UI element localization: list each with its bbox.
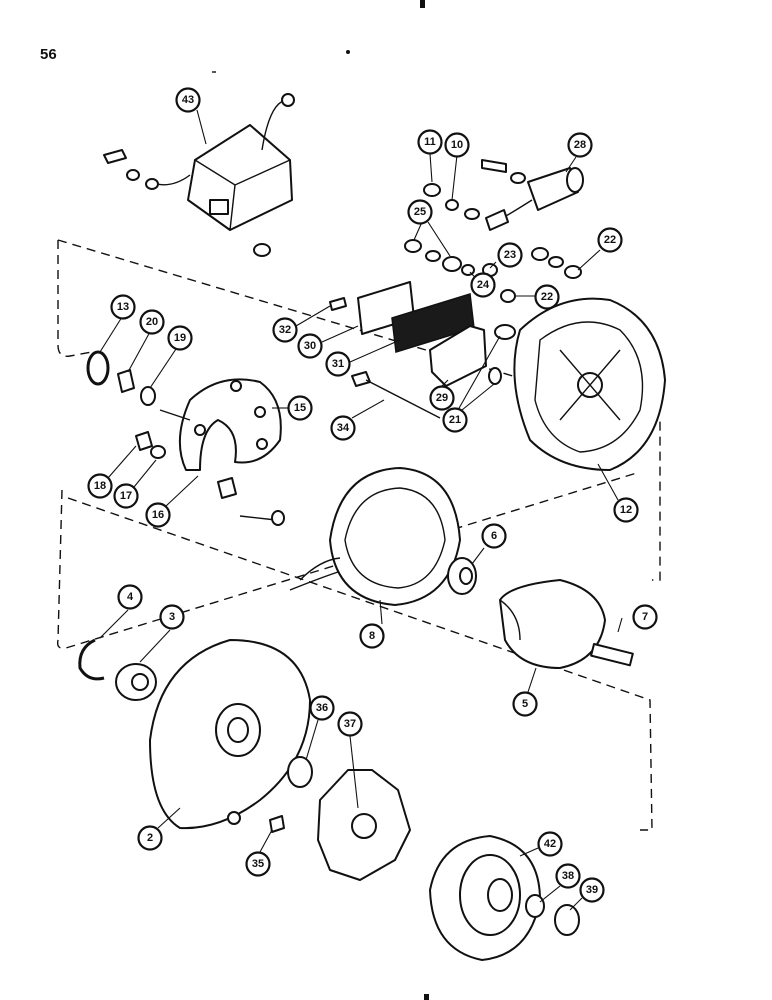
callout-4: 4 (117, 584, 143, 610)
insulators-18-17 (135, 431, 285, 526)
callout-32-text: 32 (279, 324, 291, 336)
part-5-rotor (499, 579, 634, 669)
callout-11: 11 (417, 129, 443, 155)
callout-34-text: 34 (337, 422, 350, 434)
part-6-bearing (447, 557, 477, 595)
callout-18: 18 (87, 473, 113, 499)
callout-5-text: 5 (522, 698, 528, 710)
snap-ring-and-bearing (78, 638, 157, 701)
callout-13-text: 13 (117, 301, 129, 313)
callout-39-text: 39 (586, 884, 598, 896)
callout-12-text: 12 (620, 504, 632, 516)
callout-42: 42 (537, 831, 563, 857)
part-34-through-bolt (351, 371, 441, 419)
callout-10-text: 10 (451, 139, 463, 151)
callout-13: 13 (110, 294, 136, 320)
callout-17: 17 (113, 483, 139, 509)
callout-16: 16 (145, 502, 171, 528)
callout-37: 37 (337, 711, 363, 737)
callout-8-text: 8 (369, 630, 375, 642)
callout-43-text: 43 (182, 94, 194, 106)
callout-15: 15 (287, 395, 313, 421)
callout-22-top: 22 (597, 227, 623, 253)
callout-12: 12 (613, 497, 639, 523)
callout-4-text: 4 (127, 591, 134, 603)
part-28-capacitor (481, 159, 584, 231)
callout-20-text: 20 (146, 316, 158, 328)
callout-22-top-text: 22 (604, 234, 616, 246)
part-37-fan (317, 769, 411, 881)
callout-21-text: 21 (449, 414, 461, 426)
callout-39: 39 (579, 877, 605, 903)
callout-21: 21 (442, 407, 468, 433)
callout-42-text: 42 (544, 838, 556, 850)
callout-36: 36 (309, 695, 335, 721)
callout-3: 3 (159, 604, 185, 630)
callout-19: 19 (167, 325, 193, 351)
callout-22-lower-text: 22 (541, 291, 553, 303)
callout-35-text: 35 (252, 858, 264, 870)
callout-6-text: 6 (491, 530, 497, 542)
callout-2: 2 (137, 825, 163, 851)
callout-38-text: 38 (562, 870, 574, 882)
callout-28: 28 (567, 132, 593, 158)
rings-13-20-19 (86, 350, 156, 406)
part-15-rectifier-bridge (159, 378, 282, 471)
callout-11-text: 11 (424, 136, 436, 148)
callout-3-text: 3 (169, 611, 175, 623)
callout-2-text: 2 (147, 832, 153, 844)
callout-31: 31 (325, 351, 351, 377)
callout-5: 5 (512, 691, 538, 717)
callout-29-text: 29 (436, 392, 448, 404)
callout-28-text: 28 (574, 139, 586, 151)
callout-20: 20 (139, 309, 165, 335)
leader-lines (99, 109, 623, 911)
part-43-regulator (103, 93, 295, 257)
callout-34: 34 (330, 415, 356, 441)
callout-6: 6 (481, 523, 507, 549)
callout-18-text: 18 (94, 480, 106, 492)
scan-marks (212, 0, 429, 1000)
part-42-pulley (429, 835, 541, 961)
callout-10: 10 (444, 132, 470, 158)
callout-19-text: 19 (174, 332, 186, 344)
callout-38: 38 (555, 863, 581, 889)
dashed-grouping-lines (56, 239, 661, 831)
callout-30-text: 30 (304, 340, 316, 352)
callout-30: 30 (297, 333, 323, 359)
callout-labels: 43 11 10 28 25 22 23 24 22 32 30 31 29 1… (87, 87, 658, 903)
callout-24: 24 (470, 272, 496, 298)
callout-17-text: 17 (120, 490, 132, 502)
callout-8: 8 (359, 623, 385, 649)
callout-24-text: 24 (477, 279, 490, 291)
callout-7: 7 (632, 604, 658, 630)
callout-35: 35 (245, 851, 271, 877)
callout-32: 32 (272, 317, 298, 343)
spacer-36-and-key-35 (269, 756, 313, 833)
part-2-drive-end-frame (149, 639, 311, 830)
callout-36-text: 36 (316, 702, 328, 714)
page-number: 56 (40, 46, 57, 63)
callout-22-lower: 22 (534, 284, 560, 310)
washer-38-nut-39 (525, 894, 580, 936)
brush-holder-group (329, 281, 516, 387)
callout-31-text: 31 (332, 358, 344, 370)
callout-7-text: 7 (642, 611, 648, 623)
callout-43: 43 (175, 87, 201, 113)
callout-25-text: 25 (414, 206, 426, 218)
callout-15-text: 15 (294, 402, 306, 414)
callout-23: 23 (497, 242, 523, 268)
nuts-and-washers (404, 183, 582, 303)
callout-25: 25 (407, 199, 433, 225)
callout-37-text: 37 (344, 718, 356, 730)
callout-29: 29 (429, 385, 455, 411)
callout-16-text: 16 (152, 509, 164, 521)
callout-23-text: 23 (504, 249, 516, 261)
part-12-end-frame (513, 297, 666, 471)
part-8-stator (289, 467, 461, 606)
